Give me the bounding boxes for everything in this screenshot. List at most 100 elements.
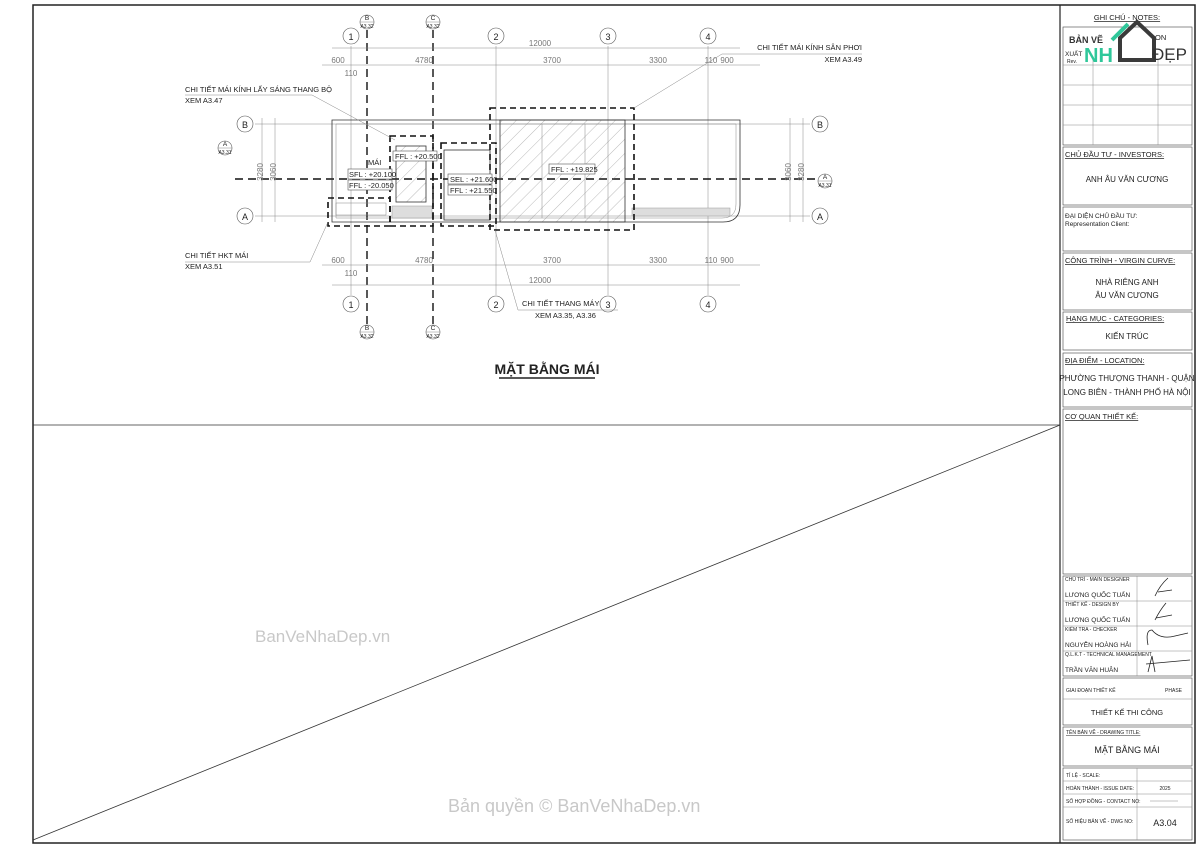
svg-text:C: C (431, 325, 436, 332)
svg-text:A: A (823, 174, 828, 181)
svg-text:ĐẠI DIỆN CHỦ ĐẦU TƯ:: ĐẠI DIỆN CHỦ ĐẦU TƯ: (1065, 210, 1138, 220)
svg-text:3280: 3280 (797, 163, 806, 181)
svg-text:A3.31: A3.31 (218, 150, 231, 156)
svg-text:XEM A3.35, A3.36: XEM A3.35, A3.36 (535, 311, 596, 320)
svg-text:3300: 3300 (649, 56, 667, 65)
level-tags: MÁI FFL : +20.500 SFL : +20.100 FFL : -2… (347, 150, 598, 196)
diagonal-line (32, 424, 1061, 841)
svg-text:3280: 3280 (256, 163, 265, 181)
svg-text:A: A (223, 141, 228, 148)
watermark-site: BanVeNhaDep.vn (255, 627, 390, 646)
svg-text:A3.31: A3.31 (818, 183, 831, 189)
svg-text:2: 2 (493, 32, 498, 42)
svg-text:A3.32: A3.32 (426, 334, 439, 340)
callout-lift: CHI TIẾT THANG MÁY (522, 298, 600, 308)
svg-text:XUẤT: XUẤT (1065, 48, 1082, 58)
svg-text:12000: 12000 (529, 39, 552, 48)
svg-text:900: 900 (720, 56, 734, 65)
svg-text:110: 110 (705, 256, 718, 265)
svg-text:LƯƠNG QUỐC TUẤN: LƯƠNG QUỐC TUẤN (1065, 589, 1130, 599)
svg-text:C: C (431, 15, 436, 22)
svg-text:3700: 3700 (543, 256, 561, 265)
svg-text:Representation Client:: Representation Client: (1065, 221, 1130, 228)
svg-text:A: A (242, 212, 248, 222)
svg-text:SỐ HỢP ĐỒNG - CONTACT NO:: SỐ HỢP ĐỒNG - CONTACT NO: (1066, 798, 1141, 805)
svg-text:THIẾT KẾ THI CÔNG: THIẾT KẾ THI CÔNG (1091, 707, 1163, 717)
svg-text:MẶT BẰNG MÁI: MẶT BẰNG MÁI (1094, 745, 1159, 755)
svg-text:FFL : +19.825: FFL : +19.825 (551, 165, 598, 174)
svg-text:HOÀN THÀNH - ISSUE DATE:: HOÀN THÀNH - ISSUE DATE: (1066, 785, 1134, 792)
logo: BẢN VẼ NH ĐẸP (1069, 19, 1187, 67)
svg-text:LONG BIÊN - THÀNH PHỐ HÀ NỘI: LONG BIÊN - THÀNH PHỐ HÀ NỘI (1063, 387, 1190, 397)
svg-text:GHI CHÚ - NOTES:: GHI CHÚ - NOTES: (1094, 13, 1160, 22)
svg-text:12000: 12000 (529, 276, 552, 285)
svg-text:NHÀ RIÊNG ANH: NHÀ RIÊNG ANH (1095, 278, 1158, 287)
svg-text:XEM A3.51: XEM A3.51 (185, 262, 223, 271)
callout-terrace-glass: CHI TIẾT MÁI KÍNH SÂN PHƠI (757, 42, 862, 52)
svg-text:2025: 2025 (1159, 786, 1170, 792)
sheet-border (32, 4, 1196, 844)
svg-text:110: 110 (345, 69, 358, 78)
svg-text:4: 4 (705, 300, 710, 310)
svg-text:2: 2 (493, 300, 498, 310)
svg-text:THIẾT KẾ - DESIGN BY: THIẾT KẾ - DESIGN BY (1065, 601, 1120, 608)
callout-stair-glass: CHI TIẾT MÁI KÍNH LẤY SÁNG THANG BỘ (185, 84, 332, 94)
svg-text:3060: 3060 (269, 163, 278, 181)
svg-text:NH: NH (1084, 45, 1113, 67)
grid-bubbles: 1 2 3 4 1 2 3 4 B A B A (236, 27, 829, 313)
svg-text:600: 600 (331, 56, 345, 65)
svg-text:4: 4 (705, 32, 710, 42)
svg-text:SỐ HIỆU BẢN VẼ - DWG NO:: SỐ HIỆU BẢN VẼ - DWG NO: (1066, 817, 1133, 825)
svg-text:PHƯỜNG THƯỢNG THANH - QUẬN: PHƯỜNG THƯỢNG THANH - QUẬN (1059, 374, 1194, 383)
svg-text:ĐẸP: ĐẸP (1152, 45, 1187, 64)
svg-text:XEM A3.47: XEM A3.47 (185, 96, 223, 105)
svg-text:NGUYỄN HOÀNG HẢI: NGUYỄN HOÀNG HẢI (1065, 640, 1131, 649)
svg-text:ĐỊA ĐIỂM - LOCATION:: ĐỊA ĐIỂM - LOCATION: (1065, 356, 1144, 365)
svg-text:XEM A3.49: XEM A3.49 (824, 55, 862, 64)
svg-text:ANH ÂU VĂN CƯƠNG: ANH ÂU VĂN CƯƠNG (1086, 175, 1169, 184)
svg-text:3700: 3700 (543, 56, 561, 65)
roof-hkt (335, 202, 387, 216)
svg-text:CHỦ TRÌ - MAIN DESIGNER: CHỦ TRÌ - MAIN DESIGNER (1065, 576, 1130, 583)
title-block: GHI CHÚ - NOTES: XUẤT Rev. ON BẢN VẼ NH … (1059, 13, 1195, 841)
svg-text:B: B (242, 120, 248, 130)
svg-text:900: 900 (720, 256, 734, 265)
svg-text:FFL : +20.500: FFL : +20.500 (395, 152, 442, 161)
svg-text:110: 110 (345, 269, 358, 278)
svg-text:CƠ QUAN THIẾT KẾ:: CƠ QUAN THIẾT KẾ: (1065, 411, 1138, 421)
svg-text:3: 3 (605, 300, 610, 310)
svg-text:B: B (365, 325, 369, 332)
watermark-copyright: Bản quyền © BanVeNhaDep.vn (448, 796, 700, 816)
svg-text:A: A (817, 212, 823, 222)
section-marks: BA3.32 CA3.32 BA3.32 CA3.32 AA3.31 AA3.3… (217, 14, 833, 340)
svg-text:3: 3 (605, 32, 610, 42)
svg-text:TRẦN VĂN HUÂN: TRẦN VĂN HUÂN (1065, 664, 1118, 674)
signatures (1145, 577, 1191, 673)
svg-text:A3.32: A3.32 (360, 334, 373, 340)
svg-text:KIẾN TRÚC: KIẾN TRÚC (1106, 331, 1149, 341)
svg-text:PHASE: PHASE (1165, 688, 1183, 694)
svg-text:TỈ LỆ - SCALE:: TỈ LỆ - SCALE: (1066, 771, 1100, 779)
svg-text:4780: 4780 (415, 256, 433, 265)
svg-text:BẢN VẼ: BẢN VẼ (1069, 34, 1103, 45)
dwg-number: A3.04 (1153, 818, 1177, 828)
svg-text:1: 1 (348, 300, 353, 310)
svg-text:SFL : +20.100: SFL : +20.100 (349, 170, 396, 179)
svg-text:3060: 3060 (784, 163, 793, 181)
svg-text:TÊN BẢN VẼ - DRAWING TITLE:: TÊN BẢN VẼ - DRAWING TITLE: (1066, 728, 1140, 736)
svg-text:Q.L.K.T - TECHNICAL MANAGEMENT: Q.L.K.T - TECHNICAL MANAGEMENT (1065, 652, 1152, 658)
drawing-title: MẶT BẰNG MÁI (495, 360, 600, 377)
svg-text:GIAI ĐOẠN THIẾT KẾ: GIAI ĐOẠN THIẾT KẾ (1066, 687, 1116, 694)
svg-text:KIỂM TRA - CHECKER: KIỂM TRA - CHECKER (1065, 626, 1118, 633)
svg-text:CÔNG TRÌNH - VIRGIN CURVE:: CÔNG TRÌNH - VIRGIN CURVE: (1065, 256, 1175, 265)
callouts: CHI TIẾT MÁI KÍNH LẤY SÁNG THANG BỘ XEM … (185, 42, 862, 320)
svg-text:B: B (365, 15, 369, 22)
svg-text:600: 600 (331, 256, 345, 265)
svg-text:B: B (817, 120, 823, 130)
svg-text:CHỦ ĐẦU TƯ - INVESTORS:: CHỦ ĐẦU TƯ - INVESTORS: (1065, 149, 1164, 159)
svg-text:HẠNG MỤC - CATEGORIES:: HẠNG MỤC - CATEGORIES: (1066, 314, 1164, 323)
svg-text:4780: 4780 (415, 56, 433, 65)
svg-text:A3.32: A3.32 (426, 24, 439, 30)
callout-hkt: CHI TIẾT HKT MÁI (185, 250, 248, 260)
